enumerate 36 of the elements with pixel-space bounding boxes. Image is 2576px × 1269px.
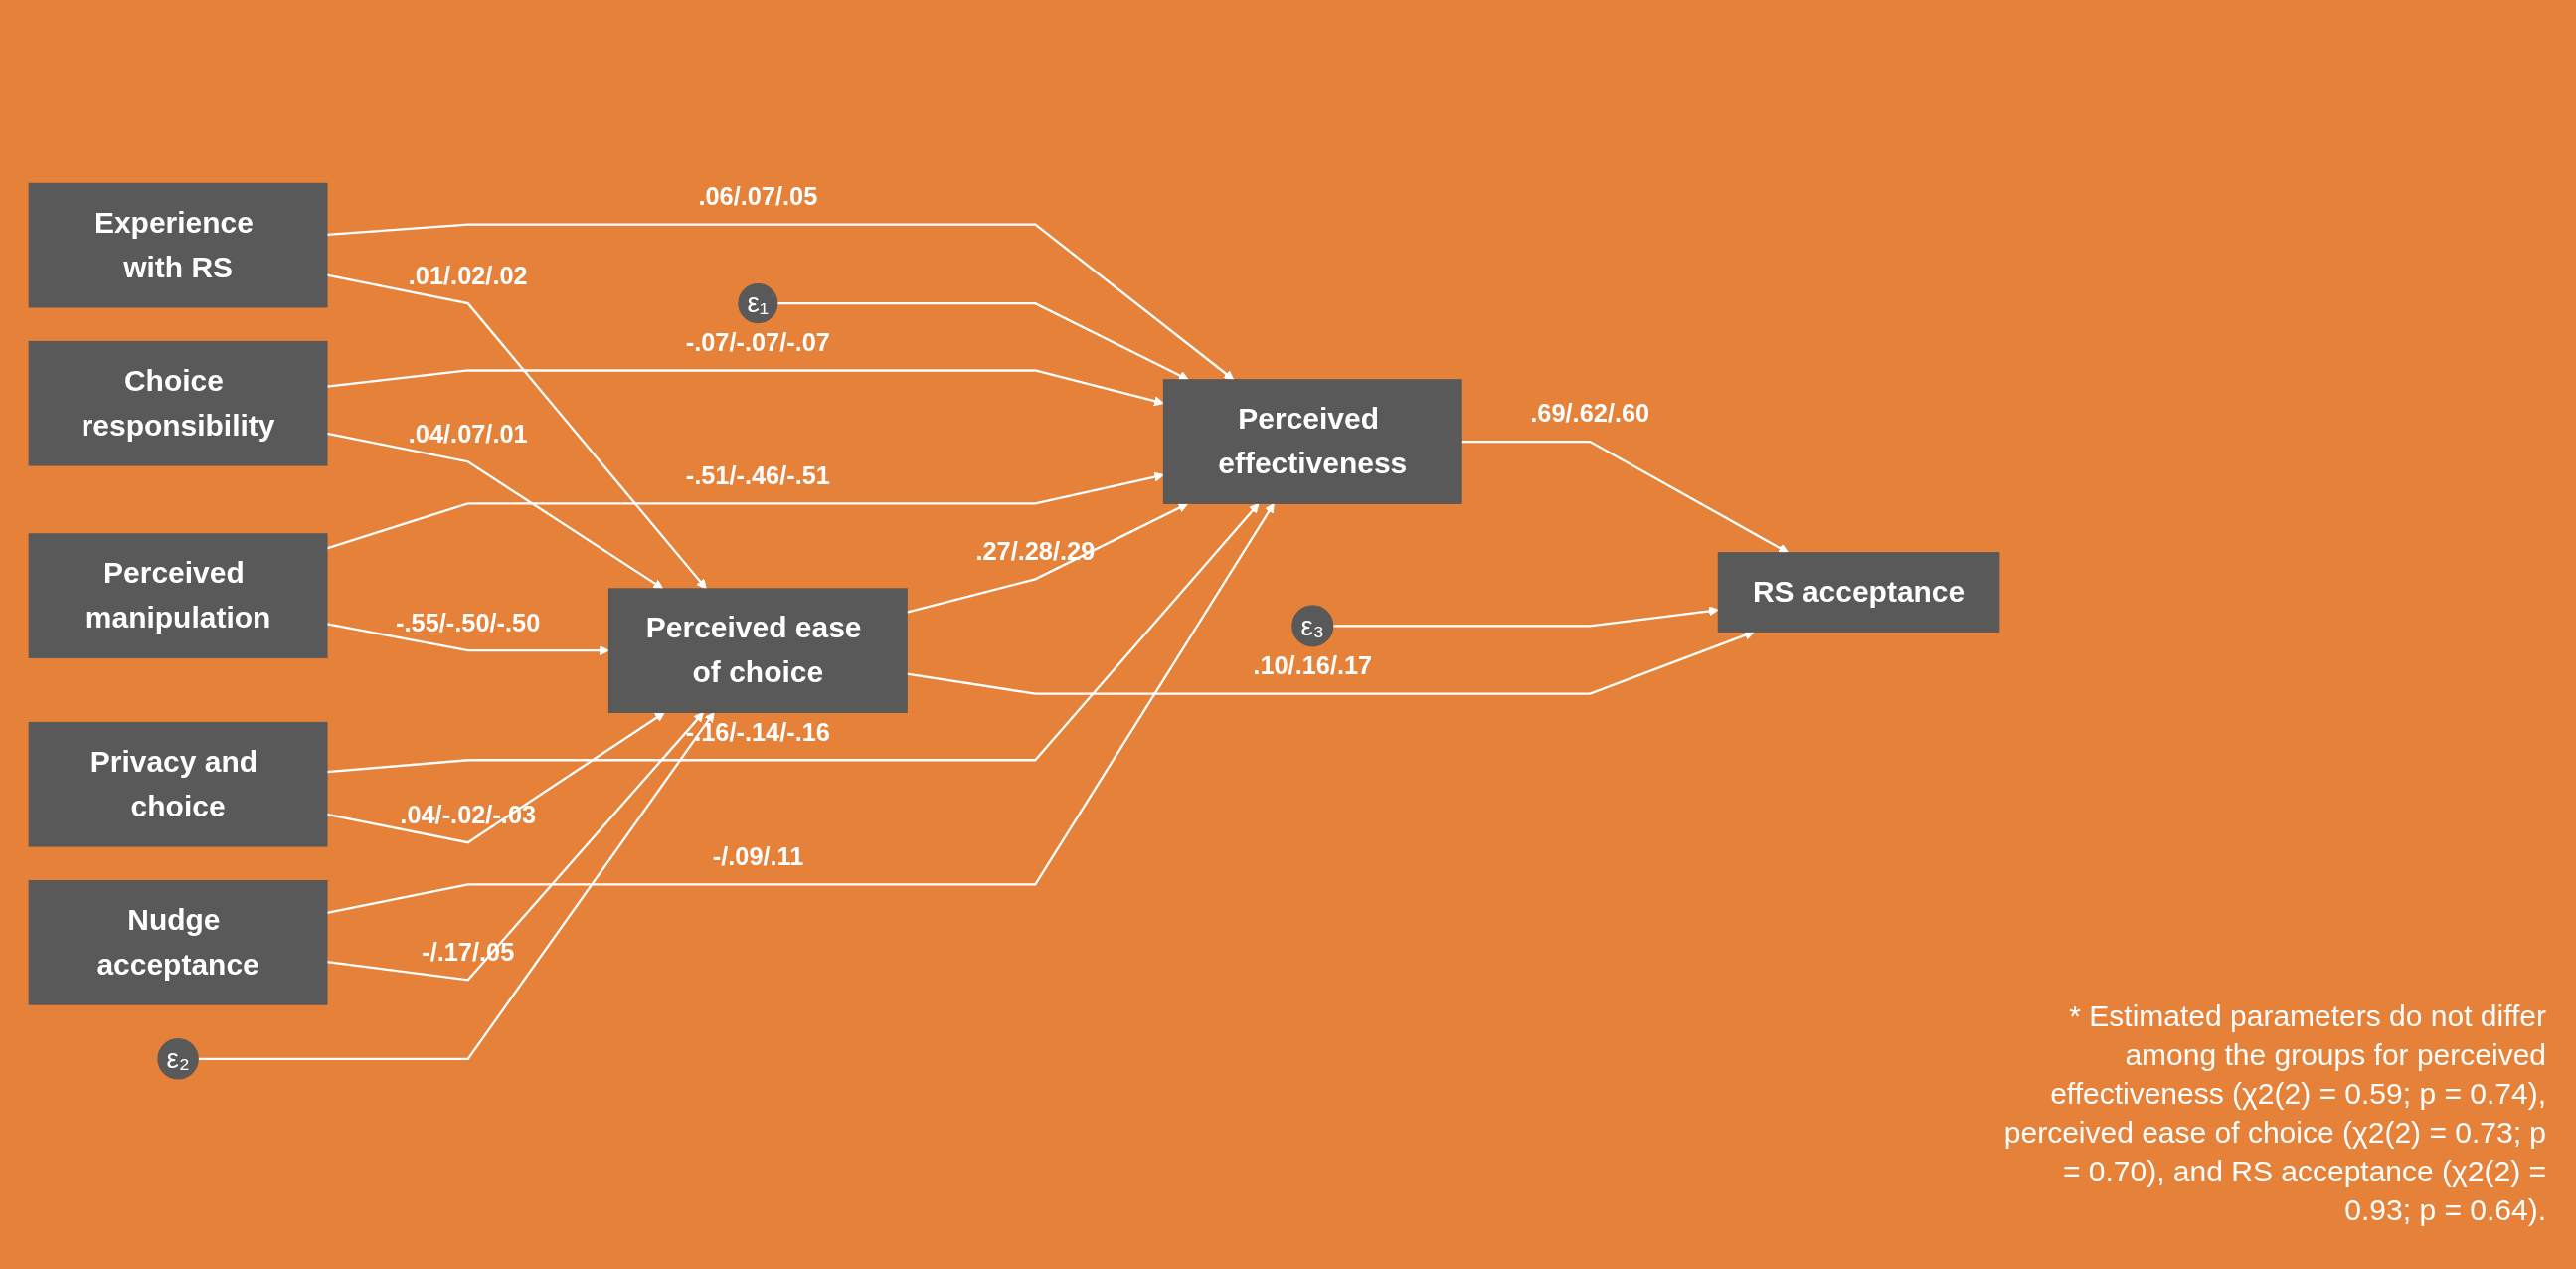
arrow — [326, 711, 665, 844]
arrow — [326, 432, 664, 590]
arrow — [326, 623, 609, 656]
edge-label: .06/.07/.05 — [698, 181, 818, 211]
arrow — [326, 711, 704, 982]
arrow — [1332, 606, 1719, 628]
node-circle: ε₃ — [1291, 605, 1334, 647]
edge-label: -.07/-.07/-.07 — [685, 327, 830, 357]
arrow — [326, 502, 1260, 774]
arrow — [326, 273, 707, 590]
node-box: Experience with RS — [28, 182, 328, 308]
arrow — [326, 502, 1275, 914]
node-box: RS acceptance — [1717, 552, 2000, 633]
arrow — [326, 471, 1164, 550]
node-box: Perceived effectiveness — [1162, 379, 1462, 504]
edge-label: -.55/-.50/-.50 — [396, 608, 541, 637]
footnote: * Estimated parameters do not differ among the groups for perceived effectiveness (χ2(2) = 0.59; p = 0.74), perceived ease of choice (χ2(2) = 0.73; p = 0.70), and RS acceptance (χ2(2) = 0.93; p = 0.64). — [2002, 998, 2546, 1228]
edge-label: .04/.07/.01 — [408, 419, 528, 449]
edge-label: -.51/-.46/-.51 — [685, 460, 830, 490]
node-box: Perceived ease of choice — [607, 588, 908, 713]
node-circle: ε₁ — [738, 283, 778, 324]
node-box: Privacy and choice — [28, 721, 328, 847]
node-box: Choice responsibility — [28, 340, 328, 466]
arrow — [326, 369, 1164, 407]
edge-label: .01/.02/.02 — [408, 261, 528, 290]
edge-label: .27/.28/.29 — [975, 536, 1096, 566]
node-box: Nudge acceptance — [28, 880, 328, 1005]
arrow — [1461, 440, 1790, 554]
edge-label: .69/.62/.60 — [1530, 399, 1650, 429]
arrow — [198, 711, 715, 1060]
arrow — [326, 223, 1235, 381]
node-box: Perceived manipulation — [28, 533, 328, 658]
node-circle: ε₂ — [157, 1038, 199, 1080]
edge-label: .10/.16/.17 — [1253, 651, 1373, 680]
edge-label: -/.09/.11 — [712, 841, 804, 871]
arrow — [776, 302, 1189, 381]
